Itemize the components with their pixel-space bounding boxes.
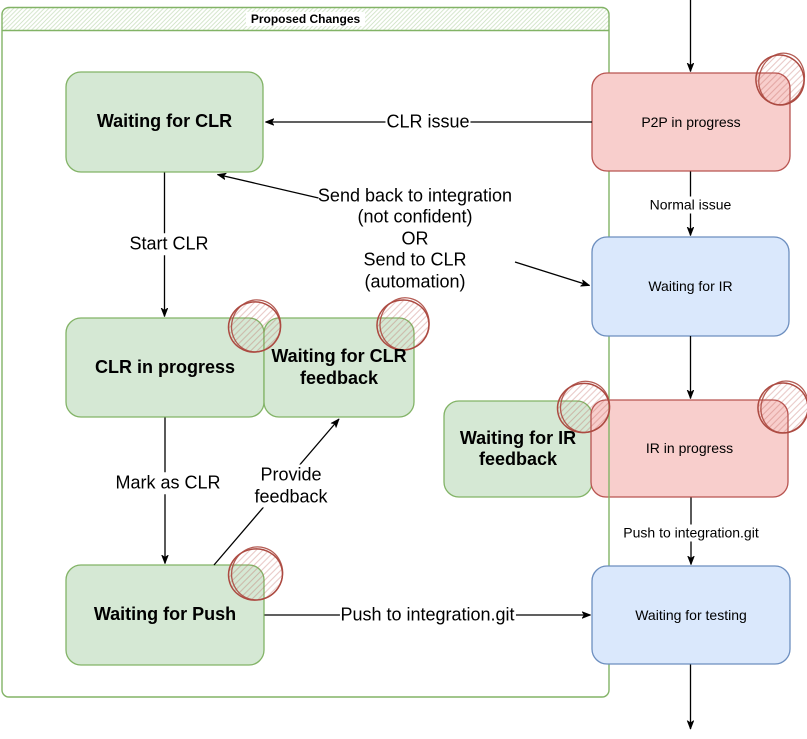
node-waiting-for-clr[interactable]: [65, 71, 264, 173]
node-waiting-for-ir[interactable]: [591, 236, 790, 337]
node-waiting-for-push[interactable]: [65, 564, 265, 666]
annotation-circles: [227, 52, 807, 601]
node-waiting-for-clr-feedback[interactable]: [263, 317, 415, 418]
container-title-band-hatch: [2, 7, 609, 31]
annotation-circle-waiting-push: [227, 546, 284, 601]
edge-provide-feedback: [213, 418, 340, 566]
annotation-circle-ir-left: [556, 380, 611, 434]
edge-send-to-clr: [514, 261, 590, 286]
annotation-circle-clr-feedback: [376, 297, 430, 351]
annotation-circle-clr-in-progress: [227, 299, 282, 353]
annotation-circle-p2p: [755, 52, 806, 106]
node-ir-in-progress[interactable]: [590, 399, 789, 498]
container-border: [1, 6, 610, 698]
edge-send-back-to-integration: [218, 175, 319, 199]
node-waiting-for-testing[interactable]: [591, 565, 791, 665]
